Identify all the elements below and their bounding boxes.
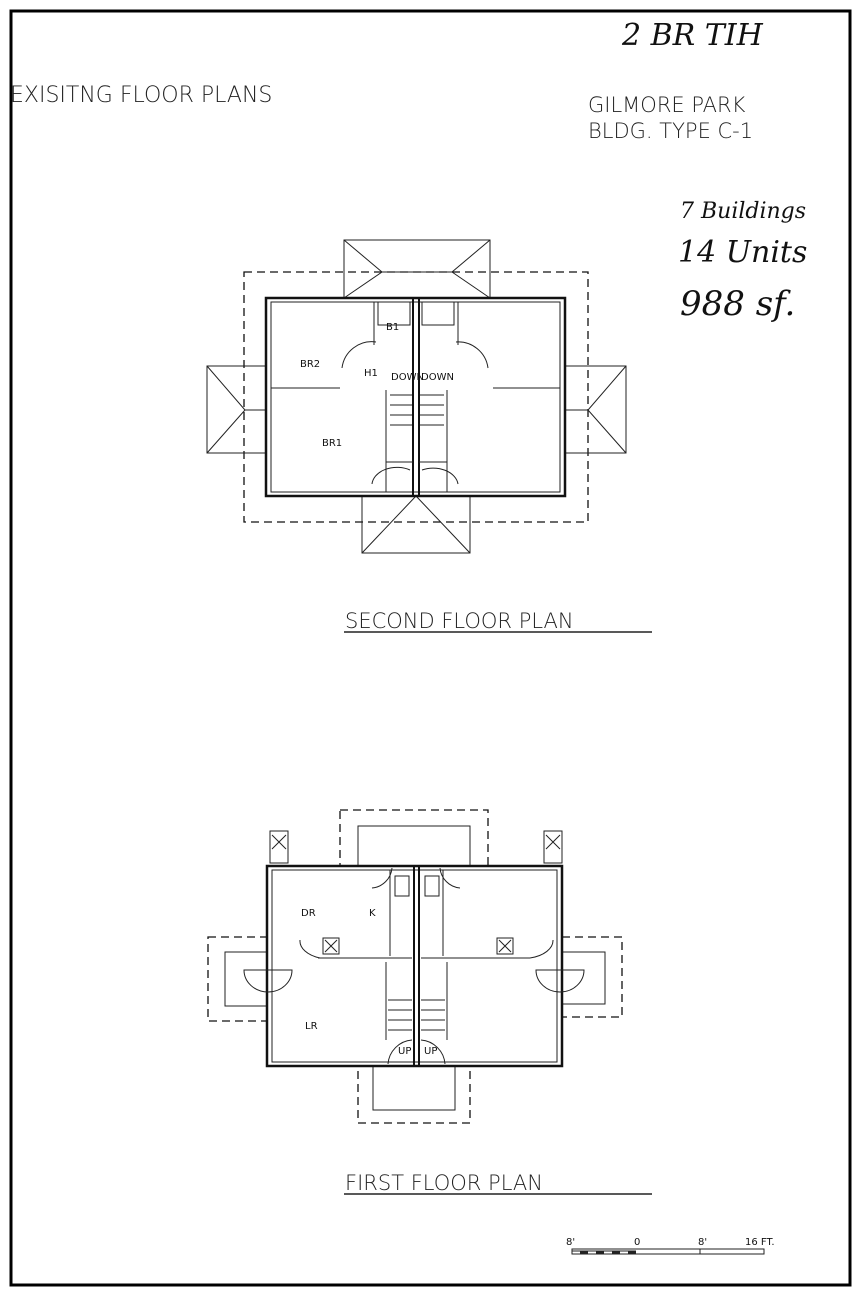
sheet-border xyxy=(9,9,852,1287)
note-area: 988 sf. xyxy=(680,284,795,324)
first-floor-plan: DR K LR UP UP xyxy=(207,809,623,1124)
room-label-h1: H1 xyxy=(364,368,378,379)
scale-bar: 8' 0 8' 16 FT. xyxy=(566,1237,775,1255)
first-floor-caption: FIRST FLOOR PLAN xyxy=(345,1171,543,1195)
room-label-lr: LR xyxy=(305,1021,318,1032)
second-floor-caption: SECOND FLOOR PLAN xyxy=(345,609,574,633)
room-label-k: K xyxy=(369,908,376,919)
stair-label-up-left: UP xyxy=(398,1046,411,1057)
scale-tick: 0 xyxy=(634,1237,640,1248)
note-units: 14 Units xyxy=(678,235,807,270)
sheet-title: EXISITNG FLOOR PLANS xyxy=(10,83,272,108)
room-label-b1: B1 xyxy=(386,322,399,333)
stair-label-down-right: DOWN xyxy=(421,372,454,383)
note-buildings: 7 Buildings xyxy=(680,199,806,224)
room-label-br2: BR2 xyxy=(300,359,320,370)
room-label-br1: BR1 xyxy=(322,438,342,449)
room-label-dr: DR xyxy=(301,908,316,919)
stair-label-up-right: UP xyxy=(424,1046,437,1057)
second-floor-plan: BR2 H1 BR1 B1 DOWN DOWN xyxy=(206,239,627,554)
stair-label-down-left: DOWN xyxy=(391,372,424,383)
building-type: BLDG. TYPE C-1 xyxy=(588,119,753,143)
scale-tick: 8' xyxy=(698,1237,707,1248)
note-unit-type: 2 BR TIH xyxy=(621,18,764,53)
project-name: GILMORE PARK xyxy=(588,93,746,117)
scale-tick: 8' xyxy=(566,1237,575,1248)
scale-tick: 16 FT. xyxy=(745,1237,775,1248)
